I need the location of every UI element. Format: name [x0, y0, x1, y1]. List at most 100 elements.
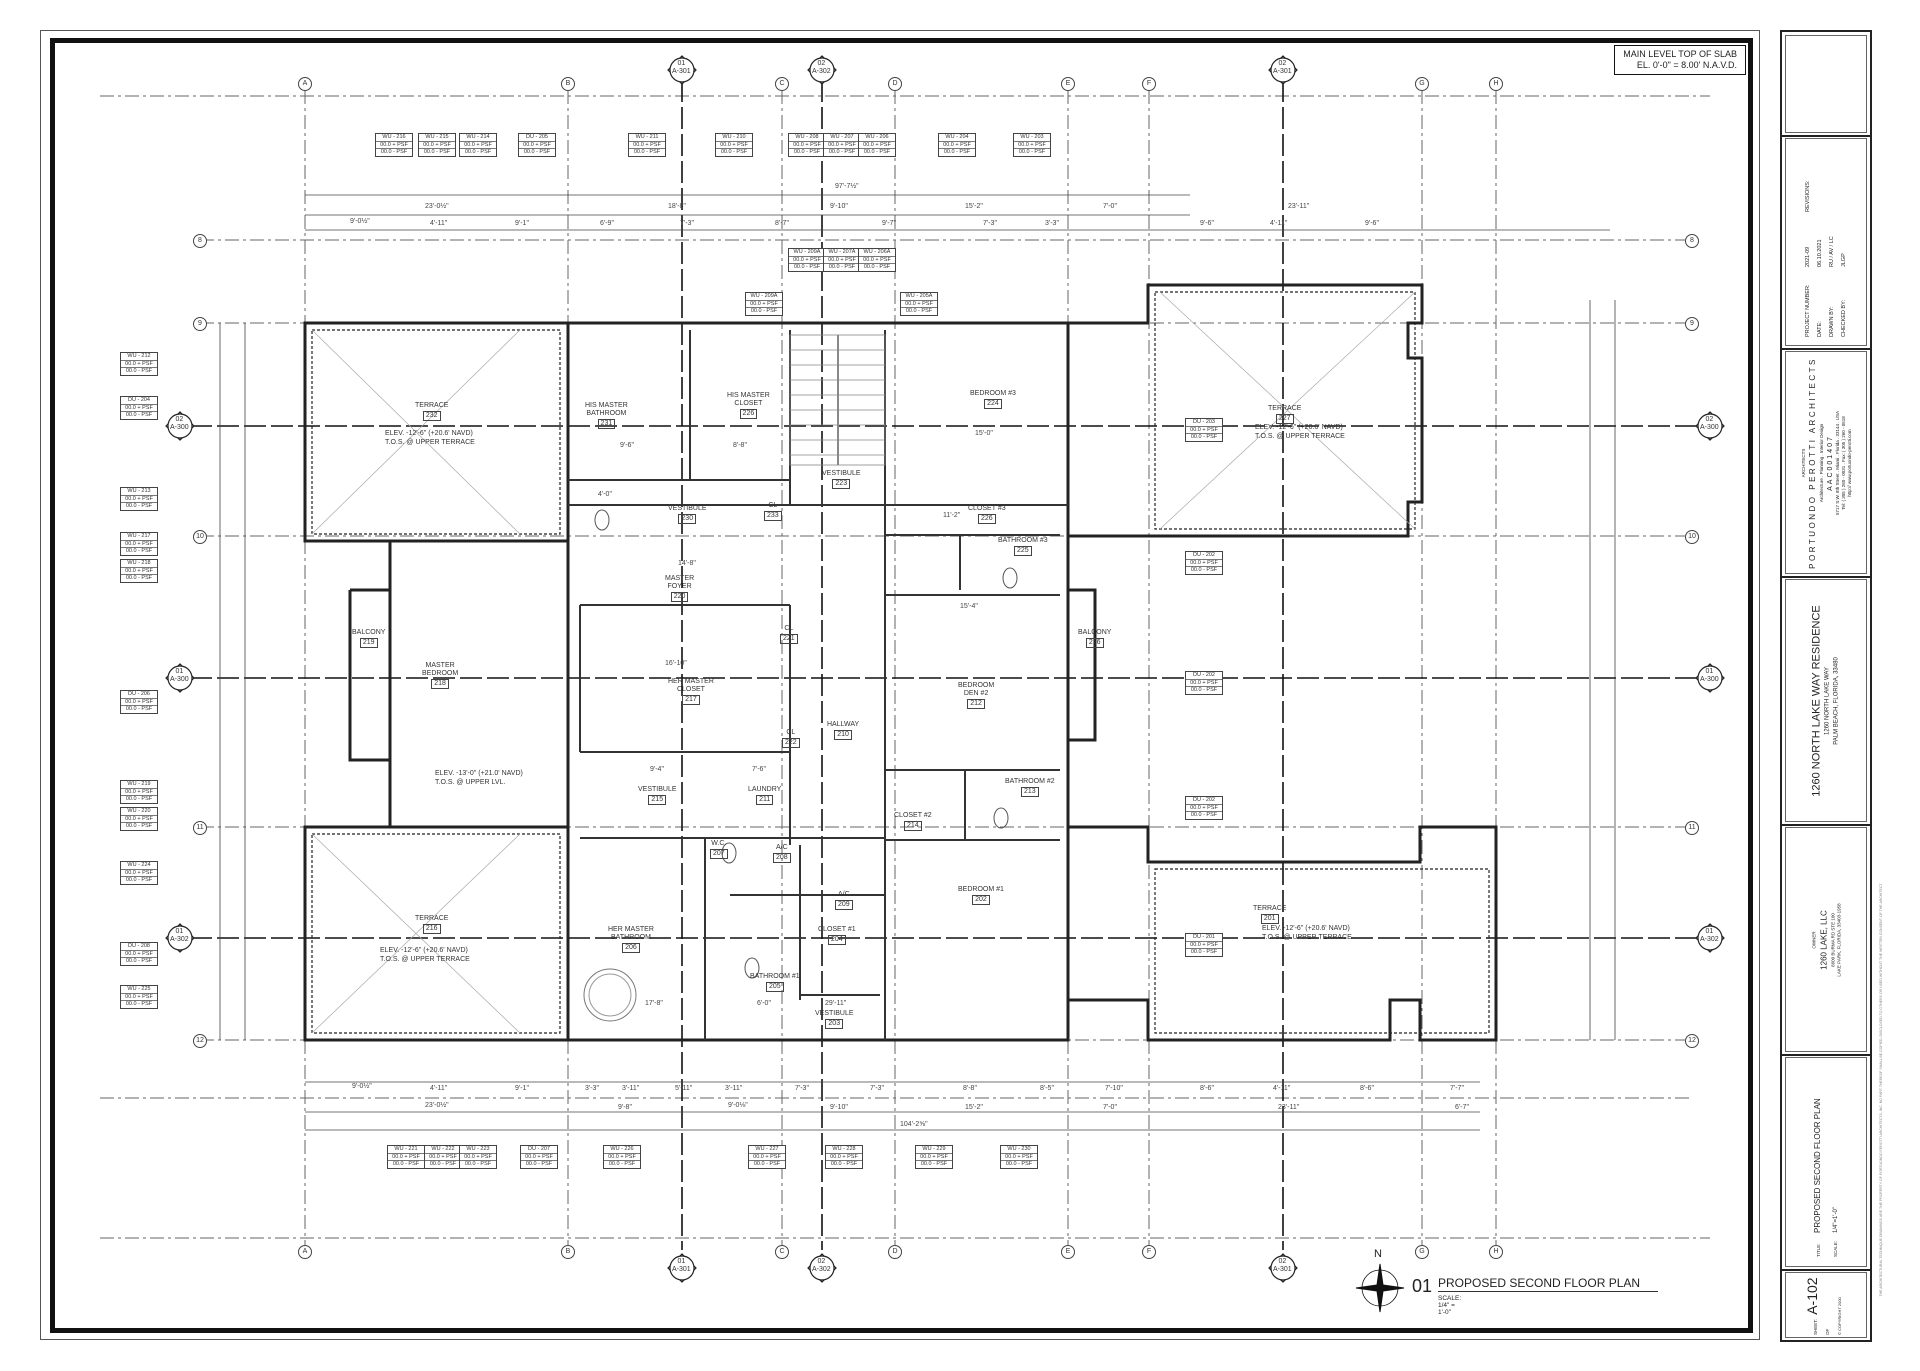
dim: 8'-8": [733, 442, 747, 449]
grid-bubble-c-top: C: [775, 77, 789, 91]
dim: 9'-10": [830, 1104, 848, 1111]
title-label: TITLE:: [1816, 1243, 1821, 1257]
architects-label: ARCHITECTS: [1801, 448, 1806, 477]
owner-cell: OWNER 1260 LAKE, LLC 6600 BURMA RD STE 1…: [1785, 827, 1867, 1052]
sheet-number-cell: SHEET: A-102 OF © COPYRIGHT 2000: [1785, 1272, 1867, 1338]
dim: 7'-7": [1450, 1085, 1464, 1092]
project-name-cell: 1260 NORTH LAKE WAY RESIDENCE 1260 NORTH…: [1785, 579, 1867, 822]
architect-cell: ARCHITECTS PORTUONDO PEROTTI ARCHITECTS …: [1785, 351, 1867, 574]
dim: 7'-3": [680, 220, 694, 227]
drawn-by-label: DRAWN BY:: [1829, 306, 1835, 337]
sheet-outer-frame: [40, 30, 1760, 1340]
plan-title: PROPOSED SECOND FLOOR PLAN: [1438, 1276, 1658, 1292]
dim: 18'-8": [668, 203, 686, 210]
grid-bubble-c-bottom: C: [775, 1245, 789, 1259]
plan-number: 01: [1412, 1276, 1433, 1296]
date-value: 06.10.2021: [1817, 239, 1823, 267]
floor-plan-drawing: [100, 55, 1725, 1313]
north-indicator: N: [1352, 1248, 1408, 1308]
grid-bubble-9-left: 9: [193, 317, 207, 331]
dim: 4'-11": [1273, 1085, 1291, 1092]
dim: 8'-6": [1360, 1085, 1374, 1092]
room-wc: W.C.207: [710, 840, 728, 859]
grid-bubble-11-left: 11: [193, 821, 207, 835]
project-street: 1260 NORTH LAKE WAY: [1824, 666, 1831, 735]
dim-bottom-overall: 104'-2⅝": [900, 1121, 928, 1128]
dim: 9'-6": [1365, 220, 1379, 227]
dim: 23'-0½": [425, 1102, 449, 1109]
dim: 7'-10": [1105, 1085, 1123, 1092]
grid-bubble-9-right: 9: [1685, 317, 1699, 331]
dim: 7'-0": [1103, 203, 1117, 210]
dim: 15'-0": [975, 430, 993, 437]
dim: 3'-3": [1045, 220, 1059, 227]
grid-bubble-e-bottom: E: [1061, 1245, 1075, 1259]
north-label: N: [1374, 1248, 1382, 1260]
stair: [789, 334, 886, 466]
elevation-callout-terrace-232: ELEV. -12'-6" (+20.6' NAVD)T.O.S. @ UPPE…: [385, 430, 475, 446]
grid-bubble-g-bottom: G: [1415, 1245, 1429, 1259]
project-name: 1260 NORTH LAKE WAY RESIDENCE: [1810, 604, 1823, 797]
dim: 9'-0⅛": [728, 1102, 748, 1109]
dim: 9'-7": [882, 220, 896, 227]
drawn-by: RU / AV / LC: [1829, 236, 1835, 267]
grid-bubble-12-left: 12: [193, 1034, 207, 1048]
dim: 23'-11": [1278, 1104, 1300, 1111]
dim: 8'-8": [963, 1085, 977, 1092]
project-number-label: PROJECT NUMBER:: [1805, 284, 1811, 337]
dim: 9'-8": [618, 1104, 632, 1111]
firm-services: Architecture . Planning . Interior Desig…: [1819, 423, 1824, 502]
grid-bubble-b-top: B: [561, 77, 575, 91]
dim: 4'-11": [1270, 220, 1288, 227]
dim: 9'-6": [1200, 220, 1214, 227]
revisions-label: REVISIONS:: [1805, 180, 1811, 212]
slab-note-line2: EL. 0'-0" = 8.00' N.A.V.D.: [1636, 60, 1737, 70]
dim: 9'-6": [620, 442, 634, 449]
dim: 4'-0": [598, 491, 612, 498]
drawing-title-cell: TITLE:PROPOSED SECOND FLOOR PLAN SCALE:1…: [1785, 1057, 1867, 1267]
grid-bubble-a-top: A: [298, 77, 312, 91]
